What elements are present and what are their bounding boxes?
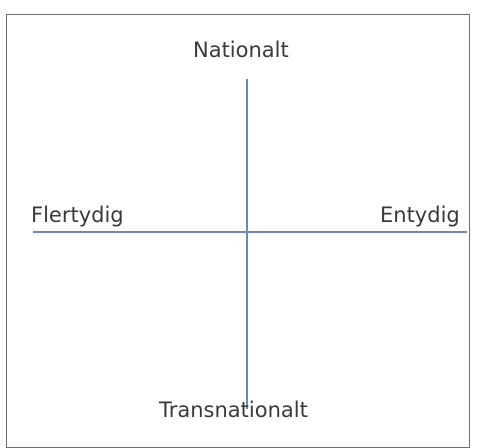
horizontal-axis bbox=[33, 231, 467, 233]
diagram-frame: Nationalt Transnationalt Flertydig Entyd… bbox=[6, 14, 470, 448]
axis-label-right: Entydig bbox=[380, 203, 460, 227]
vertical-axis bbox=[246, 79, 248, 409]
axis-label-bottom: Transnationalt bbox=[159, 398, 308, 422]
axis-label-left: Flertydig bbox=[31, 203, 124, 227]
axis-label-top: Nationalt bbox=[193, 38, 289, 62]
